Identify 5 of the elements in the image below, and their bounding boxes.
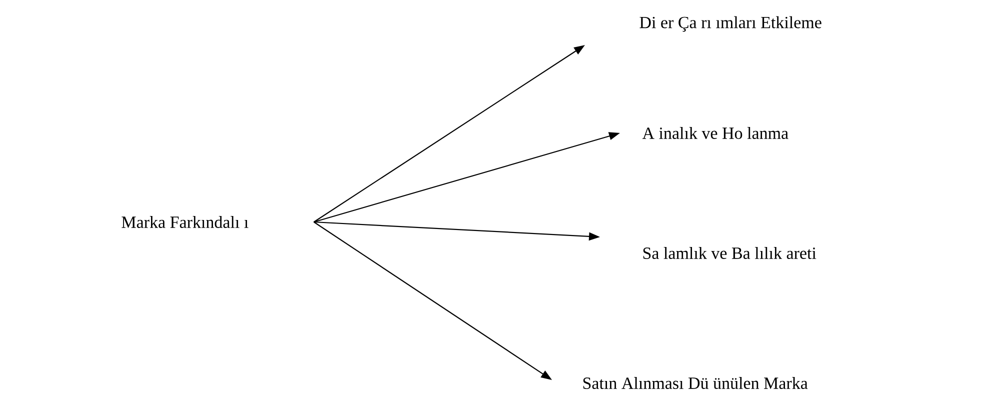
node-text: A inalık ve Ho lanma	[642, 127, 788, 139]
node-text: Satın Alınması Dü ünülen Marka	[583, 377, 808, 389]
node-text: Sa lamlık ve Ba lılık areti	[643, 247, 816, 259]
node-text: Di er Ça rı ımları Etkileme	[640, 16, 822, 32]
node-text: Marka Farkındalı ı	[122, 216, 248, 228]
